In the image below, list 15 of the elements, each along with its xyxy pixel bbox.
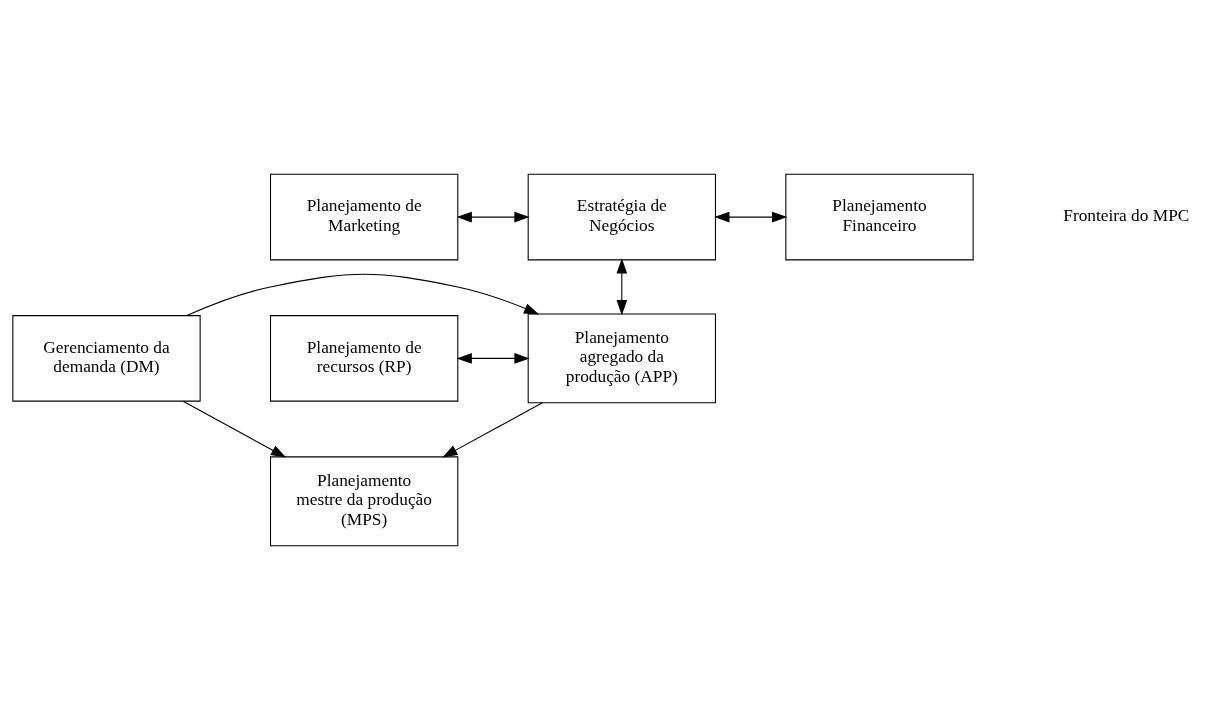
node-box: Planejamento agregado da produção (APP) bbox=[527, 313, 716, 404]
node-box: Gerenciamento da demanda (DM) bbox=[12, 315, 201, 402]
arrow bbox=[442, 402, 543, 458]
arrow bbox=[186, 273, 540, 317]
label: Fronteira do MPC bbox=[1063, 206, 1190, 226]
arrow bbox=[616, 258, 628, 316]
arrow bbox=[456, 353, 530, 364]
arrow bbox=[182, 400, 287, 458]
node-box: Planejamento Financeiro bbox=[785, 173, 974, 261]
node-box: Planejamento mestre da produção (MPS) bbox=[269, 456, 459, 547]
node-box: Planejamento de Marketing bbox=[269, 173, 459, 261]
node-box: Planejamento de recursos (RP) bbox=[269, 315, 459, 402]
arrow bbox=[456, 211, 530, 223]
arrow bbox=[714, 211, 788, 223]
node-box: Estratégia de Negócios bbox=[527, 173, 716, 261]
